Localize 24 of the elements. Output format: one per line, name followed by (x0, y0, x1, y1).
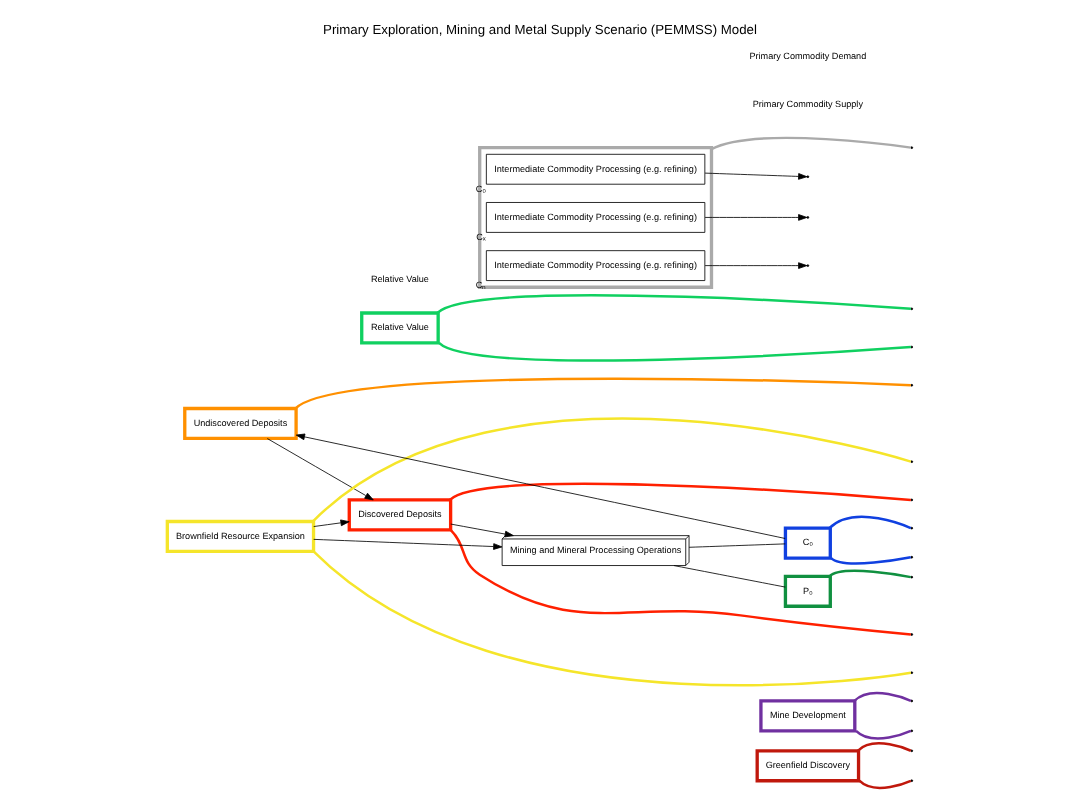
arrow (704, 172, 808, 180)
connector (311, 417, 912, 523)
connector (830, 556, 911, 565)
connector (294, 377, 911, 410)
arrow (450, 523, 514, 538)
arrow (295, 433, 786, 539)
connector (438, 341, 911, 362)
connector (828, 515, 912, 530)
connector (449, 529, 911, 636)
cluster (478, 146, 714, 289)
connector (858, 779, 912, 790)
connector (853, 691, 912, 703)
connector (856, 742, 912, 752)
connector (855, 729, 912, 740)
connector (436, 294, 911, 315)
connector (711, 136, 911, 151)
arrow (313, 519, 350, 527)
connector (312, 550, 912, 687)
connector (449, 482, 911, 502)
arrow (266, 438, 374, 501)
connector (673, 565, 786, 588)
arrow (313, 538, 503, 550)
connector (688, 543, 786, 548)
connector (828, 569, 911, 579)
